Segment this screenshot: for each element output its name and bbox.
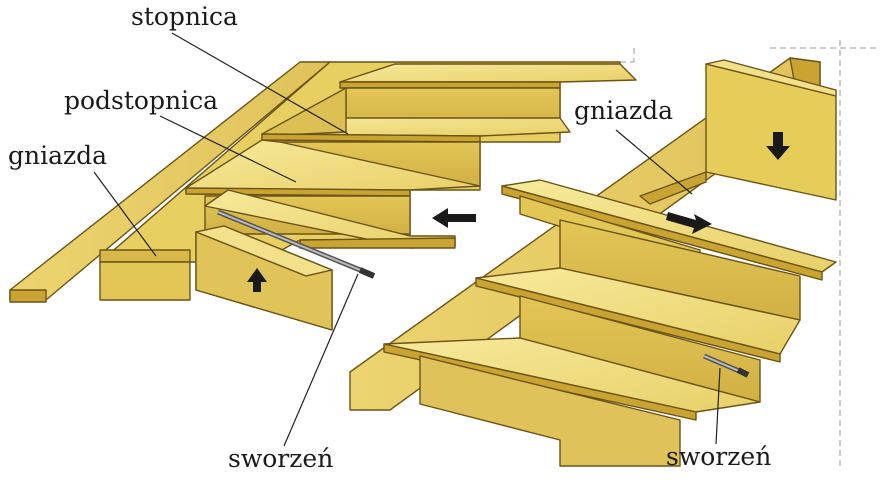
leader-lines <box>93 32 721 447</box>
right-top-riser-top <box>705 59 837 97</box>
right-notch <box>639 171 707 205</box>
arrow-right-icon <box>666 212 712 234</box>
left-notch <box>99 249 191 263</box>
label-sworzen-right: sworzeń <box>666 442 772 471</box>
arrow-up-icon <box>247 268 267 292</box>
left-tread-2-front <box>261 133 481 143</box>
right-lower-board <box>419 355 681 467</box>
arrow-down-icon <box>766 132 790 160</box>
label-podstopnica: podstopnica <box>64 86 218 115</box>
leader-gniazda-left <box>93 171 157 257</box>
arrow-left-icon <box>432 208 476 228</box>
left-bolt-nut <box>358 267 376 279</box>
left-staircase <box>9 48 637 331</box>
left-bolt-highlight <box>217 211 371 275</box>
right-tread-a-front <box>475 277 781 363</box>
leader-podstopnica <box>159 115 297 183</box>
leader-stopnica <box>171 32 349 135</box>
right-loose-tread-face <box>501 185 823 281</box>
label-gniazda-left: gniazda <box>8 141 108 170</box>
leader-sworzen-left <box>283 273 359 447</box>
left-tread-top-front <box>339 81 561 89</box>
label-stopnica: stopnica <box>131 2 238 31</box>
leader-sworzen-right <box>715 367 721 445</box>
leader-gniazda-right <box>615 129 693 195</box>
right-bolt-nut <box>736 367 750 378</box>
label-gniazda-right: gniazda <box>574 96 674 125</box>
left-notch-side <box>99 261 191 301</box>
left-tread-4-front <box>299 237 456 249</box>
left-tread-3-front <box>185 187 411 197</box>
left-stringer-edge <box>9 289 47 303</box>
right-staircase <box>349 40 876 470</box>
label-sworzen-left: sworzeń <box>228 444 334 473</box>
right-tread-b-front <box>383 343 697 421</box>
